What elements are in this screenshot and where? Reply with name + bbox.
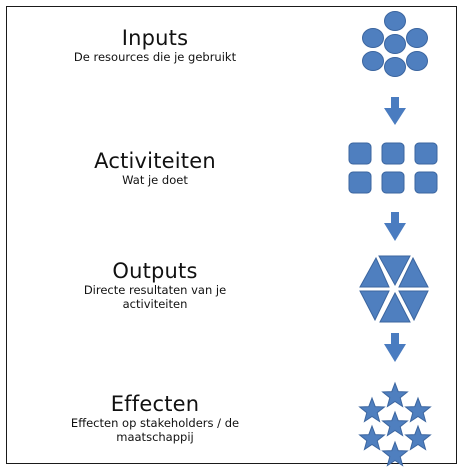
star-shape <box>381 410 409 437</box>
stage-title: Activiteiten <box>94 149 216 173</box>
star-shape <box>381 381 409 408</box>
stage-effecten: Effecten Effecten op stakeholders / de m… <box>0 392 310 444</box>
stage-description-line: maatschappij <box>116 430 194 444</box>
triangles-hexagon-icon <box>359 255 429 323</box>
star-shape <box>404 424 432 451</box>
down-arrow-icon <box>384 212 406 241</box>
star-shape <box>404 396 432 423</box>
star-shape <box>381 440 409 467</box>
diagram-frame <box>6 6 457 464</box>
stage-description-line: Effecten op stakeholders / de <box>70 416 240 430</box>
stage-description-line: Directe resultaten van je <box>83 283 227 297</box>
squares-grid-icon <box>348 142 438 194</box>
stage-description-line: Wat je doet <box>122 173 188 187</box>
star-shape <box>358 396 386 423</box>
stage-description-line: De resources die je gebruikt <box>73 50 237 64</box>
stars-cluster-icon <box>358 381 432 467</box>
stage-activiteiten: Activiteiten Wat je doet <box>0 149 310 187</box>
circles-cluster-icon <box>362 11 428 77</box>
down-arrow-icon <box>384 333 406 362</box>
stage-title: Outputs <box>112 259 198 283</box>
stage-outputs: Outputs Directe resultaten van je activi… <box>0 259 310 311</box>
stage-description-line: activiteiten <box>122 297 188 311</box>
stage-title: Effecten <box>110 392 200 416</box>
down-arrow-icon <box>384 97 406 125</box>
stage-title: Inputs <box>121 26 189 50</box>
stage-inputs: Inputs De resources die je gebruikt <box>0 26 310 64</box>
star-shape <box>358 424 386 451</box>
